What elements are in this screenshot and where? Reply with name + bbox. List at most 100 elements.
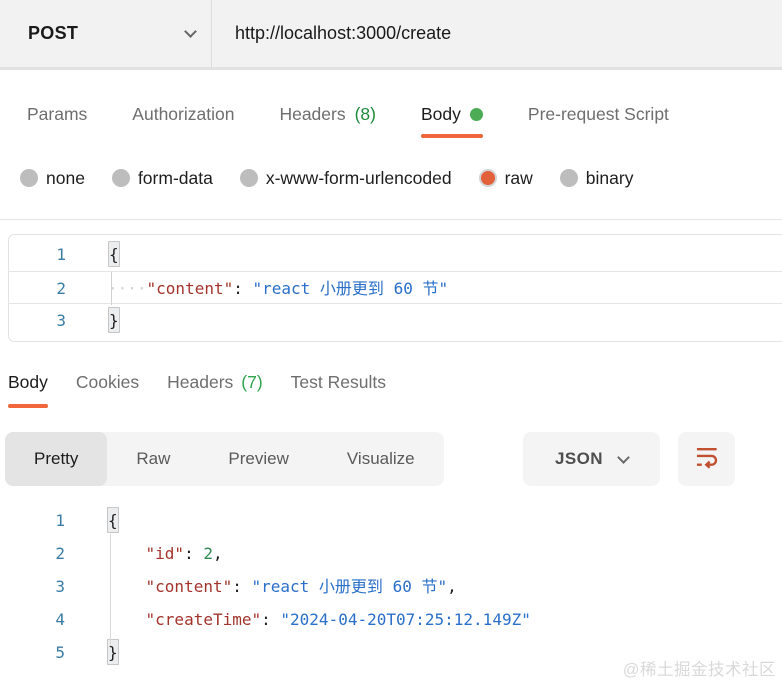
tab-label: Headers: [279, 103, 346, 124]
code-token-string: "react 小册更到 60 节": [251, 577, 448, 596]
code-token-punct: :: [232, 577, 252, 596]
line-number: 2: [55, 544, 65, 563]
section-divider: [0, 219, 782, 220]
body-type-options: none form-data x-www-form-urlencoded raw bin…: [0, 152, 782, 204]
line-number: 3: [56, 311, 66, 330]
tab-test-results[interactable]: Test Results: [291, 356, 386, 408]
radio-button-icon: [111, 169, 130, 187]
tab-label: Headers: [167, 371, 234, 392]
code-content: }: [108, 304, 120, 337]
code-content: "content": "react 小册更到 60 节",: [107, 570, 457, 603]
code-token-number: 2: [203, 544, 213, 563]
code-line: 3}: [9, 304, 782, 337]
indent-guide: [110, 534, 111, 646]
radio-button-icon: [20, 169, 38, 187]
code-token-punct: ,: [212, 544, 223, 563]
code-line: 2 ····"content": "react 小册更到 60 节": [9, 271, 782, 304]
wrap-lines-button[interactable]: [678, 432, 735, 486]
request-tabs: Params Authorization Headers(8) Body Pre-req…: [0, 90, 782, 138]
chevron-down-icon: [617, 450, 630, 464]
tab-label: Pre-request Script: [527, 103, 669, 124]
code-line: 3 "content": "react 小册更到 60 节",: [0, 570, 782, 603]
code-token-bracket: }: [107, 639, 119, 665]
tab-headers[interactable]: Headers (7): [167, 356, 263, 408]
code-token-punct: ,: [447, 577, 457, 596]
code-token-key: "content": [146, 279, 234, 298]
radio-label: none: [46, 167, 85, 188]
body-type-x-www-form-urlencoded[interactable]: x-www-form-urlencoded: [239, 167, 452, 189]
tab-label: Test Results: [290, 371, 386, 392]
indent-guide: [111, 272, 112, 305]
view-preview-button[interactable]: Preview: [228, 449, 289, 468]
code-line: 1{: [0, 504, 782, 537]
radio-label: x-www-form-urlencoded: [265, 167, 452, 188]
code-token-bracket: }: [108, 307, 120, 333]
response-body-viewer[interactable]: 1{2 "id": 2,3 "content": "react 小册更到 60 …: [0, 497, 782, 686]
method-label: POST: [28, 23, 79, 43]
tab-authorization[interactable]: Authorization: [132, 90, 234, 138]
tab-label: Authorization: [132, 103, 235, 124]
line-number: 4: [55, 610, 65, 629]
body-type-raw[interactable]: raw: [478, 167, 533, 189]
tab-pre-request-script[interactable]: Pre-request Script: [528, 90, 669, 138]
code-token-key: "createTime": [145, 610, 262, 629]
unsaved-changes-dot-icon: [469, 107, 483, 121]
radio-label: raw: [504, 167, 533, 188]
radio-button-icon: [559, 169, 578, 187]
line-number: 2: [56, 279, 66, 298]
watermark: @稀土掘金技术社区: [622, 661, 776, 679]
tab-body[interactable]: Body: [421, 90, 483, 138]
code-token-punct: :: [233, 279, 253, 298]
tab-cookies[interactable]: Cookies: [76, 356, 139, 408]
request-body-editor[interactable]: 1{2····"content": "react 小册更到 60 节"3}: [8, 234, 782, 342]
body-type-binary[interactable]: binary: [559, 167, 634, 189]
code-content: {: [107, 504, 119, 537]
view-raw-button[interactable]: Raw: [136, 449, 171, 468]
code-token-bracket: {: [107, 507, 119, 533]
url-input[interactable]: http://localhost:3000/create: [235, 23, 452, 43]
response-tabs: Body Cookies Headers (7) Test Results: [0, 356, 782, 408]
tab-label: Body: [8, 371, 48, 392]
body-type-form-data[interactable]: form-data: [111, 168, 213, 189]
code-token-punct: :: [184, 544, 204, 563]
tab-body[interactable]: Body: [8, 356, 48, 408]
code-content: {: [108, 238, 120, 271]
code-line: 5}: [0, 636, 782, 669]
view-visualize-button[interactable]: Visualize: [346, 449, 415, 468]
code-token-punct: [107, 577, 146, 596]
tab-count-badge: (7): [241, 371, 263, 392]
tab-label: Body: [421, 103, 461, 124]
method-dropdown[interactable]: POST: [0, 0, 212, 67]
response-view-switcher: Pretty Raw Preview Visualize: [5, 432, 444, 486]
code-token-string: "2024-04-20T07:25:12.149Z": [280, 610, 531, 629]
code-token-key: "content": [145, 577, 233, 596]
line-number: 1: [55, 511, 65, 530]
active-tab-underline: [421, 134, 483, 138]
code-token-key: "id": [145, 544, 185, 563]
line-number: 1: [56, 245, 66, 264]
code-content: "createTime": "2024-04-20T07:25:12.149Z": [107, 603, 531, 636]
tab-params[interactable]: Params: [27, 90, 87, 138]
tab-label: Params: [27, 103, 88, 124]
response-toolbar: Pretty Raw Preview Visualize JSON: [0, 432, 782, 486]
radio-button-icon: [239, 169, 258, 187]
format-dropdown[interactable]: JSON: [523, 432, 660, 486]
code-line: 2 "id": 2,: [0, 537, 782, 570]
radio-label: binary: [585, 167, 634, 188]
body-type-none[interactable]: none: [20, 168, 85, 189]
line-number: 3: [55, 577, 65, 596]
code-token-punct: [107, 610, 146, 629]
tab-headers[interactable]: Headers(8): [279, 90, 376, 138]
active-tab-underline: [8, 404, 48, 408]
line-number: 5: [55, 643, 65, 662]
tab-label: Cookies: [75, 371, 140, 392]
code-token-string: "react 小册更到 60 节": [252, 279, 449, 298]
code-content: "id": 2,: [107, 537, 223, 570]
code-content: ····"content": "react 小册更到 60 节": [108, 272, 448, 303]
code-token-bracket: {: [108, 241, 120, 267]
code-content: }: [107, 636, 119, 669]
wrap-text-icon: [693, 443, 720, 475]
code-line: 1{: [9, 238, 782, 271]
view-pretty-button[interactable]: Pretty: [5, 432, 108, 486]
